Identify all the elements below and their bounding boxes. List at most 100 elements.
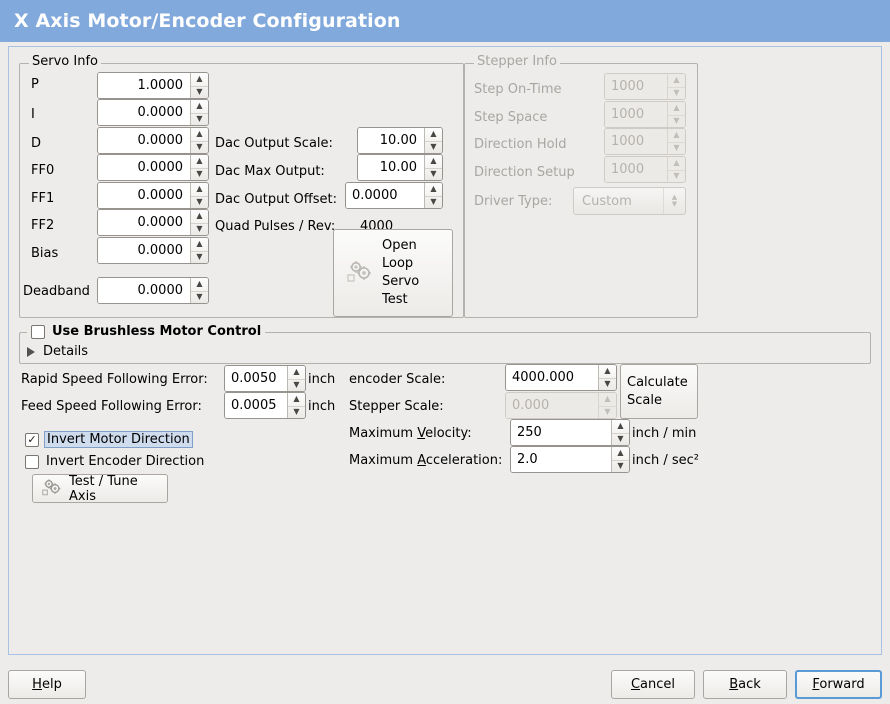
spinner-down-icon[interactable]: ▼	[612, 432, 629, 446]
rapid-speed-following-error-input[interactable]	[225, 366, 287, 391]
spinner-up-icon[interactable]: ▲	[196, 211, 203, 221]
spinner-buttons[interactable]: ▲ ▼	[287, 366, 305, 391]
help-button[interactable]: Help	[8, 670, 86, 699]
spinner-up-icon[interactable]: ▲	[196, 239, 203, 249]
test-tune-axis-button[interactable]: Test / Tune Axis	[32, 474, 168, 504]
maximum-velocity-input[interactable]	[511, 420, 611, 445]
checkbox-box[interactable]	[25, 454, 39, 469]
spinner-down-icon[interactable]: ▼	[425, 195, 442, 209]
spinner-down-icon[interactable]: ▼	[612, 459, 629, 473]
spinner-up-icon[interactable]: ▲	[293, 394, 300, 404]
dac-output-offset-field[interactable]: ▲ ▼	[345, 182, 443, 209]
servo-input-p[interactable]	[98, 73, 190, 98]
back-button[interactable]: Back	[703, 670, 787, 699]
spinner-up-icon[interactable]: ▲	[196, 101, 203, 111]
servo-field-i[interactable]: ▲ ▼	[97, 99, 209, 126]
spinner-up-icon[interactable]: ▲	[196, 184, 203, 194]
spinner-down-icon[interactable]: ▼	[191, 140, 208, 154]
servo-input-ff2[interactable]	[98, 210, 190, 235]
spinner-down-icon[interactable]: ▼	[425, 140, 442, 154]
spinner-buttons[interactable]: ▲ ▼	[190, 100, 208, 125]
spinner-down-icon[interactable]: ▼	[288, 405, 305, 419]
servo-input-ff1[interactable]	[98, 183, 190, 208]
dac-max-output-field[interactable]: ▲ ▼	[357, 154, 443, 181]
spinner-buttons[interactable]: ▲ ▼	[190, 210, 208, 235]
servo-field-d[interactable]: ▲ ▼	[97, 127, 209, 154]
servo-label-p: P	[31, 77, 39, 92]
spinner-buttons[interactable]: ▲ ▼	[190, 238, 208, 263]
spinner-down-icon[interactable]: ▼	[191, 167, 208, 181]
spinner-down-icon[interactable]: ▼	[191, 250, 208, 264]
encoder-scale-input[interactable]	[506, 365, 598, 390]
spinner-buttons[interactable]: ▲ ▼	[424, 183, 442, 208]
spinner-buttons[interactable]: ▲ ▼	[611, 447, 629, 472]
dac-output-scale-input[interactable]	[358, 128, 424, 153]
spinner-up-icon[interactable]: ▲	[430, 184, 437, 194]
encoder-scale-field[interactable]: ▲ ▼	[505, 364, 617, 391]
dac-output-offset-input[interactable]	[346, 183, 424, 208]
invert-motor-direction-checkbox[interactable]: ✓ Invert Motor Direction	[25, 431, 193, 448]
spinner-down-icon[interactable]: ▼	[191, 195, 208, 209]
spinner-up-icon[interactable]: ▲	[196, 74, 203, 84]
stepper-input-step-space	[605, 102, 667, 127]
spinner-buttons[interactable]: ▲ ▼	[190, 278, 208, 303]
servo-input-bias[interactable]	[98, 238, 190, 263]
maximum-acceleration-field[interactable]: ▲ ▼	[510, 446, 630, 473]
servo-field-deadband[interactable]: ▲ ▼	[97, 277, 209, 304]
servo-input-i[interactable]	[98, 100, 190, 125]
maximum-acceleration-input[interactable]	[511, 447, 611, 472]
rapid-speed-following-error-field[interactable]: ▲ ▼	[224, 365, 306, 392]
spinner-buttons[interactable]: ▲ ▼	[190, 73, 208, 98]
spinner-down-icon[interactable]: ▼	[599, 377, 616, 391]
forward-label: Forward	[812, 677, 864, 692]
spinner-up-icon[interactable]: ▲	[293, 367, 300, 377]
spinner-buttons[interactable]: ▲ ▼	[598, 365, 616, 390]
feed-speed-following-error-field[interactable]: ▲ ▼	[224, 392, 306, 419]
feed-speed-following-error-input[interactable]	[225, 393, 287, 418]
spinner-down-icon[interactable]: ▼	[191, 112, 208, 126]
dac-max-output-input[interactable]	[358, 155, 424, 180]
spinner-buttons[interactable]: ▲ ▼	[424, 155, 442, 180]
dac-output-scale-field[interactable]: ▲ ▼	[357, 127, 443, 154]
forward-button[interactable]: Forward	[795, 670, 882, 699]
cancel-button[interactable]: Cancel	[611, 670, 695, 699]
spinner-up-icon[interactable]: ▲	[604, 366, 611, 376]
spinner-buttons[interactable]: ▲ ▼	[190, 155, 208, 180]
checkbox-box[interactable]: ✓	[25, 432, 39, 447]
spinner-down-icon[interactable]: ▼	[288, 378, 305, 392]
spinner-up-icon[interactable]: ▲	[430, 156, 437, 166]
spinner-up-icon[interactable]: ▲	[196, 156, 203, 166]
servo-input-deadband[interactable]	[98, 278, 190, 303]
maximum-velocity-field[interactable]: ▲ ▼	[510, 419, 630, 446]
details-expander[interactable]: Details	[27, 344, 88, 359]
spinner-up-icon[interactable]: ▲	[196, 279, 203, 289]
spinner-down-icon[interactable]: ▼	[191, 85, 208, 99]
spinner-down-icon[interactable]: ▼	[425, 167, 442, 181]
servo-field-ff2[interactable]: ▲ ▼	[97, 209, 209, 236]
spinner-up-icon[interactable]: ▲	[196, 129, 203, 139]
spinner-down-icon[interactable]: ▼	[191, 222, 208, 236]
servo-field-bias[interactable]: ▲ ▼	[97, 237, 209, 264]
checkbox-box[interactable]	[31, 324, 45, 339]
spinner-up-icon[interactable]: ▲	[617, 421, 624, 431]
calculate-scale-button[interactable]: Calculate Scale	[620, 364, 698, 419]
stepper-info-legend: Stepper Info	[474, 55, 560, 69]
rapid-speed-units: inch	[308, 372, 336, 387]
spinner-buttons[interactable]: ▲ ▼	[190, 183, 208, 208]
spinner-buttons[interactable]: ▲ ▼	[611, 420, 629, 445]
chevron-right-icon[interactable]	[27, 346, 35, 357]
servo-field-p[interactable]: ▲ ▼	[97, 72, 209, 99]
spinner-up-icon[interactable]: ▲	[617, 448, 624, 458]
spinner-down-icon[interactable]: ▼	[191, 290, 208, 304]
servo-field-ff0[interactable]: ▲ ▼	[97, 154, 209, 181]
servo-field-ff1[interactable]: ▲ ▼	[97, 182, 209, 209]
spinner-up-icon[interactable]: ▲	[430, 129, 437, 139]
open-loop-servo-test-button[interactable]: Open Loop Servo Test	[333, 229, 453, 317]
invert-encoder-direction-checkbox[interactable]: Invert Encoder Direction	[25, 454, 204, 469]
spinner-buttons[interactable]: ▲ ▼	[287, 393, 305, 418]
servo-input-ff0[interactable]	[98, 155, 190, 180]
spinner-buttons[interactable]: ▲ ▼	[190, 128, 208, 153]
spinner-buttons[interactable]: ▲ ▼	[424, 128, 442, 153]
servo-input-d[interactable]	[98, 128, 190, 153]
use-brushless-motor-control-checkbox[interactable]: Use Brushless Motor Control	[27, 324, 266, 339]
